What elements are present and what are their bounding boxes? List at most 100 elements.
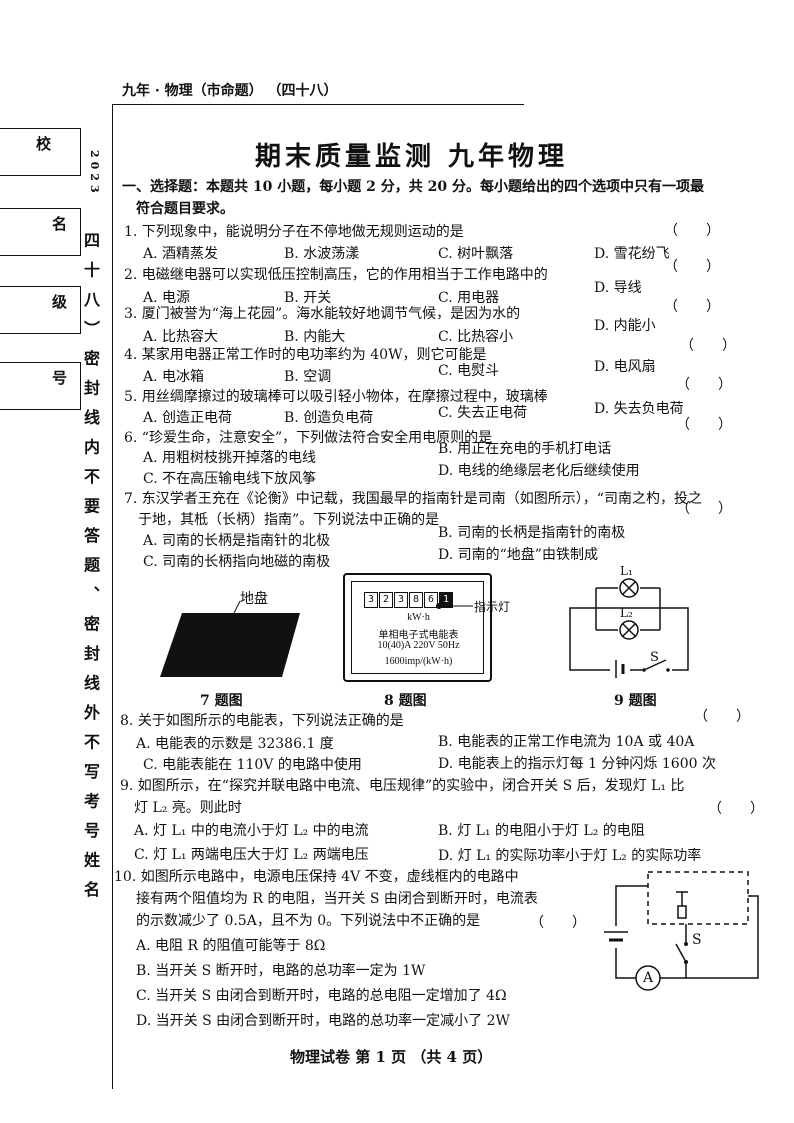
q3-option-b: B. 内能大 — [284, 329, 346, 345]
school-label: 校 — [36, 135, 52, 153]
q2-option-a: A. 电源 — [143, 290, 191, 306]
q10-switch-label: S — [692, 932, 702, 948]
q2-option-c: C. 用电器 — [438, 290, 500, 306]
q6-option-b: B. 用正在充电的手机打电话 — [438, 441, 612, 457]
class-label: 级 — [52, 293, 68, 311]
q4-option-a: A. 电冰箱 — [143, 369, 205, 385]
number-box: 号 — [0, 362, 81, 410]
q6-option-c: C. 不在高压输电线下放风筝 — [143, 471, 317, 487]
figure-9-switch-label: S — [650, 650, 659, 665]
q10-stem-line3: 的示数减少了 0.5A，且不为 0。下列说法中不正确的是 — [136, 913, 481, 929]
q1-option-c: C. 树叶飘落 — [438, 246, 514, 262]
meter-digit: 3 — [364, 592, 378, 608]
name-box: 名 — [0, 208, 81, 256]
q2-stem: 2. 电磁继电器可以实现低压控制高压，它的作用相当于工作电路中的 — [124, 267, 548, 283]
q9-answer-paren: （ ） — [708, 801, 764, 817]
q6-stem: 6. “珍爱生命，注意安全”，下列做法符合安全用电原则的是 — [124, 430, 493, 446]
page-footer: 物理试卷 第 1 页 （共 4 页） — [290, 1048, 493, 1066]
q7-option-a: A. 司南的长柄是指南针的北极 — [143, 533, 331, 549]
q8-stem: 8. 关于如图所示的电能表，下列说法正确的是 — [120, 713, 404, 729]
section-heading: 一、选择题：本题共 10 小题，每小题 2 分，共 20 分。每小题给出的四个选… — [122, 179, 704, 195]
q9-option-a: A. 灯 L₁ 中的电流小于灯 L₂ 中的电流 — [134, 823, 369, 839]
q3-option-a: A. 比热容大 — [143, 329, 219, 345]
year-vertical: 2023 — [88, 150, 101, 197]
q9-option-b: B. 灯 L₁ 的电阻小于灯 L₂ 的电阻 — [438, 823, 645, 839]
q8-option-a: A. 电能表的示数是 32386.1 度 — [136, 736, 334, 752]
q1-option-b: B. 水波荡漾 — [284, 246, 360, 262]
q5-option-d: D. 失去负电荷 — [594, 401, 684, 417]
q3-option-c: C. 比热容小 — [438, 329, 514, 345]
q2-answer-paren: （ ） — [664, 259, 720, 275]
seal-line-text: 四十八）密封线内不要答题、密封线外不写考号姓名 — [81, 232, 100, 911]
q7-option-b: B. 司南的长柄是指南针的南极 — [438, 525, 626, 541]
meter-digit: 2 — [379, 592, 393, 608]
q9-option-d: D. 灯 L₁ 的实际功率小于灯 L₂ 的实际功率 — [438, 848, 702, 864]
q9-stem-line2: 灯 L₂ 亮。则此时 — [134, 800, 242, 816]
q4-option-c: C. 电熨斗 — [438, 363, 500, 379]
q5-answer-paren: （ ） — [676, 377, 732, 393]
q5-option-a: A. 创造正电荷 — [143, 410, 233, 426]
q10-option-d: D. 当开关 S 由闭合到断开时，电路的总功率一定减小了 2W — [136, 1013, 510, 1029]
meter-digit: 8 — [409, 592, 423, 608]
figure-8-caption: 8 题图 — [384, 693, 427, 709]
figure-9-circuit — [569, 578, 689, 678]
figure-9-l2-label: L₂ — [620, 606, 633, 620]
meter-rating: 10(40)A 220V 50Hz — [377, 640, 460, 651]
q10-stem-line1: 10. 如图所示电路中，电源电压保持 4V 不变，虚线框内的电路中 — [114, 869, 519, 885]
q7-answer-paren: （ ） — [676, 501, 732, 517]
q3-stem: 3. 厦门被誉为“海上花园”。海水能较好地调节气候，是因为水的 — [124, 306, 521, 322]
q10-option-a: A. 电阻 R 的阻值可能等于 8Ω — [136, 938, 326, 954]
number-label: 号 — [52, 369, 68, 387]
meter-digit: 3 — [394, 592, 408, 608]
q1-option-d: D. 雪花纷飞 — [594, 246, 670, 262]
q4-stem: 4. 某家用电器正常工作时的电功率约为 40W，则它可能是 — [124, 347, 487, 363]
q2-option-b: B. 开关 — [284, 290, 332, 306]
indicator-pointer — [436, 603, 473, 609]
class-box: 级 — [0, 286, 81, 334]
figure-7-label: 地盘 — [240, 591, 268, 607]
q8-option-d: D. 电能表上的指示灯每 1 分钟闪烁 1600 次 — [438, 756, 716, 772]
q2-option-d: D. 导线 — [594, 280, 642, 296]
q7-stem-line1: 7. 东汉学者王充在《论衡》中记载，我国最早的指南针是司南（如图所示），“司南之… — [124, 491, 702, 507]
q10-stem-line2: 接有两个阻值均为 R 的电阻，当开关 S 由闭合到断开时，电流表 — [136, 891, 538, 907]
q10-option-c: C. 当开关 S 由闭合到断开时，电路的总电阻一定增加了 4Ω — [136, 988, 507, 1004]
q4-option-d: D. 电风扇 — [594, 359, 656, 375]
page-title: 期末质量监测 九年物理 — [255, 142, 569, 172]
q7-option-d: D. 司南的“地盘”由铁制成 — [438, 547, 598, 563]
q3-answer-paren: （ ） — [664, 299, 720, 315]
figure-9-l1-label: L₁ — [620, 564, 633, 578]
q9-option-c: C. 灯 L₁ 两端电压大于灯 L₂ 两端电压 — [134, 847, 369, 863]
q10-answer-paren: （ ） — [530, 915, 586, 931]
section-heading-cont: 符合题目要求。 — [136, 201, 234, 217]
name-label: 名 — [52, 215, 68, 233]
figure-9-caption: 9 题图 — [614, 693, 657, 709]
figure-7-diagram — [160, 600, 300, 677]
q9-stem-line1: 9. 如图所示，在“探究并联电路中电流、电压规律”的实验中，闭合开关 S 后，发… — [120, 778, 685, 794]
q8-option-b: B. 电能表的正常工作电流为 10A 或 40A — [438, 734, 695, 750]
q3-option-d: D. 内能小 — [594, 318, 656, 334]
q7-stem-line2: 于地，其柢（长柄）指南”。下列说法中正确的是 — [138, 512, 440, 528]
q1-answer-paren: （ ） — [664, 223, 720, 239]
seal-line — [112, 104, 113, 1089]
q8-option-c: C. 电能表能在 110V 的电路中使用 — [143, 757, 362, 773]
figure-8-indicator-label: 指示灯 — [474, 600, 511, 614]
school-box: 校 — [0, 128, 81, 176]
meter-type: 单相电子式电能表 — [378, 630, 459, 641]
header-rule — [112, 104, 524, 105]
q10-ammeter-label: A — [643, 970, 654, 986]
meter-digit: 6 — [424, 592, 438, 608]
q10-circuit-diagram — [604, 871, 759, 991]
q1-option-a: A. 酒精蒸发 — [143, 246, 219, 262]
meter-digit: 1 — [439, 592, 453, 608]
q4-option-b: B. 空调 — [284, 369, 332, 385]
q8-answer-paren: （ ） — [694, 709, 750, 725]
q6-option-d: D. 电线的绝缘层老化后继续使用 — [438, 463, 640, 479]
q4-answer-paren: （ ） — [680, 338, 736, 354]
meter-unit: kW·h — [407, 612, 430, 623]
q5-option-c: C. 失去正电荷 — [438, 405, 528, 421]
meter-constant: 1600imp/(kW·h) — [384, 656, 453, 667]
q1-stem: 1. 下列现象中，能说明分子在不停地做无规则运动的是 — [124, 224, 464, 240]
